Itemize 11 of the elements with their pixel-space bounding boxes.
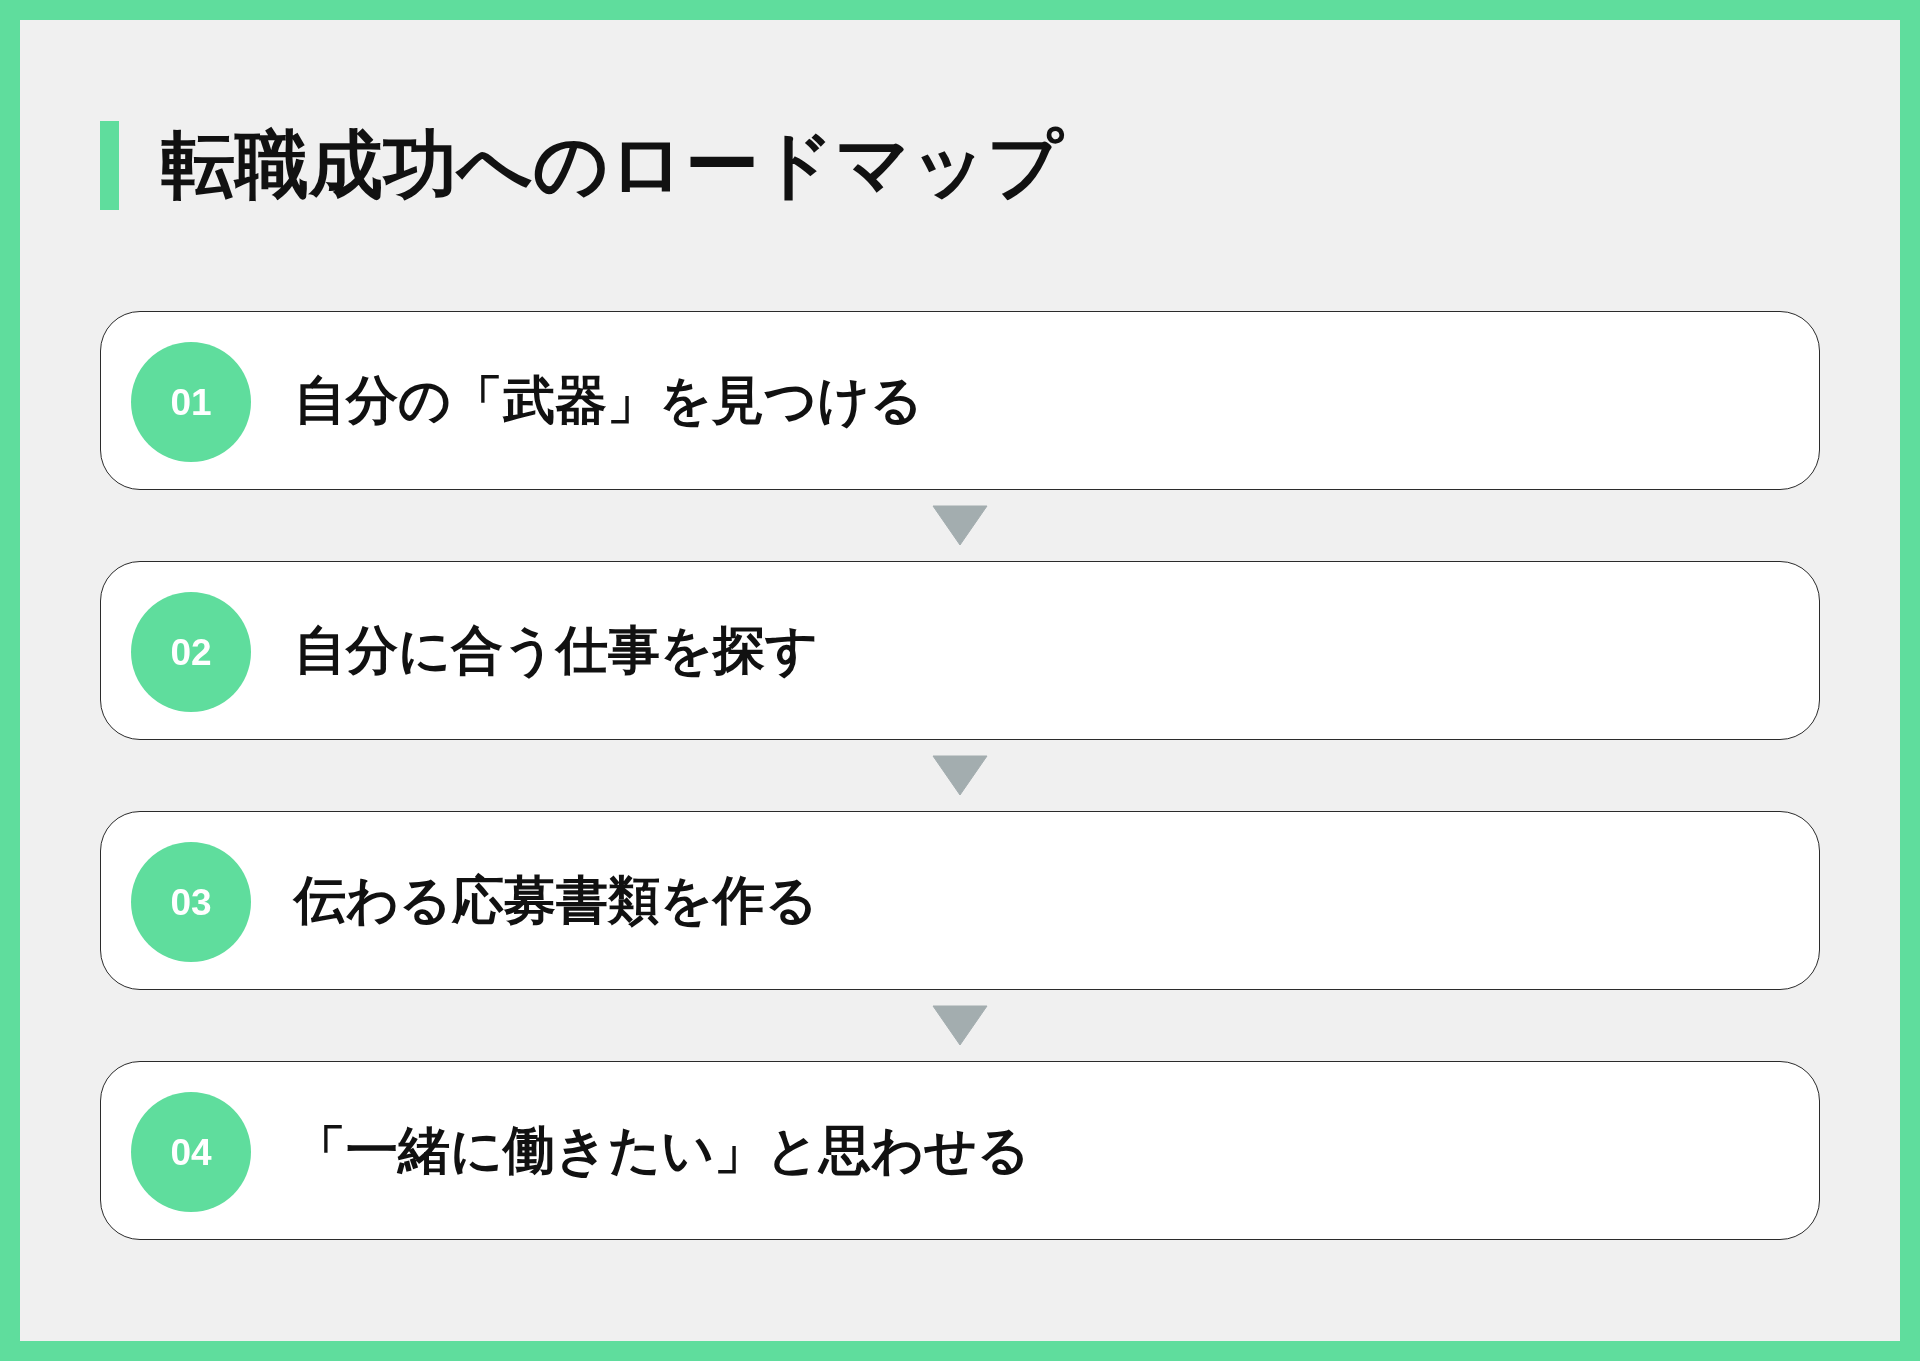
step-title: 「一緒に働きたい」と思わせる <box>294 1120 1030 1181</box>
step-card <box>100 561 1820 740</box>
step-card <box>100 311 1820 490</box>
step-card <box>100 1061 1820 1240</box>
down-arrow-triangle <box>932 1005 988 1046</box>
step-title: 伝わる応募書類を作る <box>294 870 818 931</box>
diagram-title: 転職成功へのロードマップ <box>161 122 1063 209</box>
down-arrow-triangle <box>932 755 988 796</box>
step-card <box>100 811 1820 990</box>
step-title: 自分の「武器」を見つける <box>294 370 923 431</box>
step-title: 自分に合う仕事を探す <box>294 620 818 681</box>
